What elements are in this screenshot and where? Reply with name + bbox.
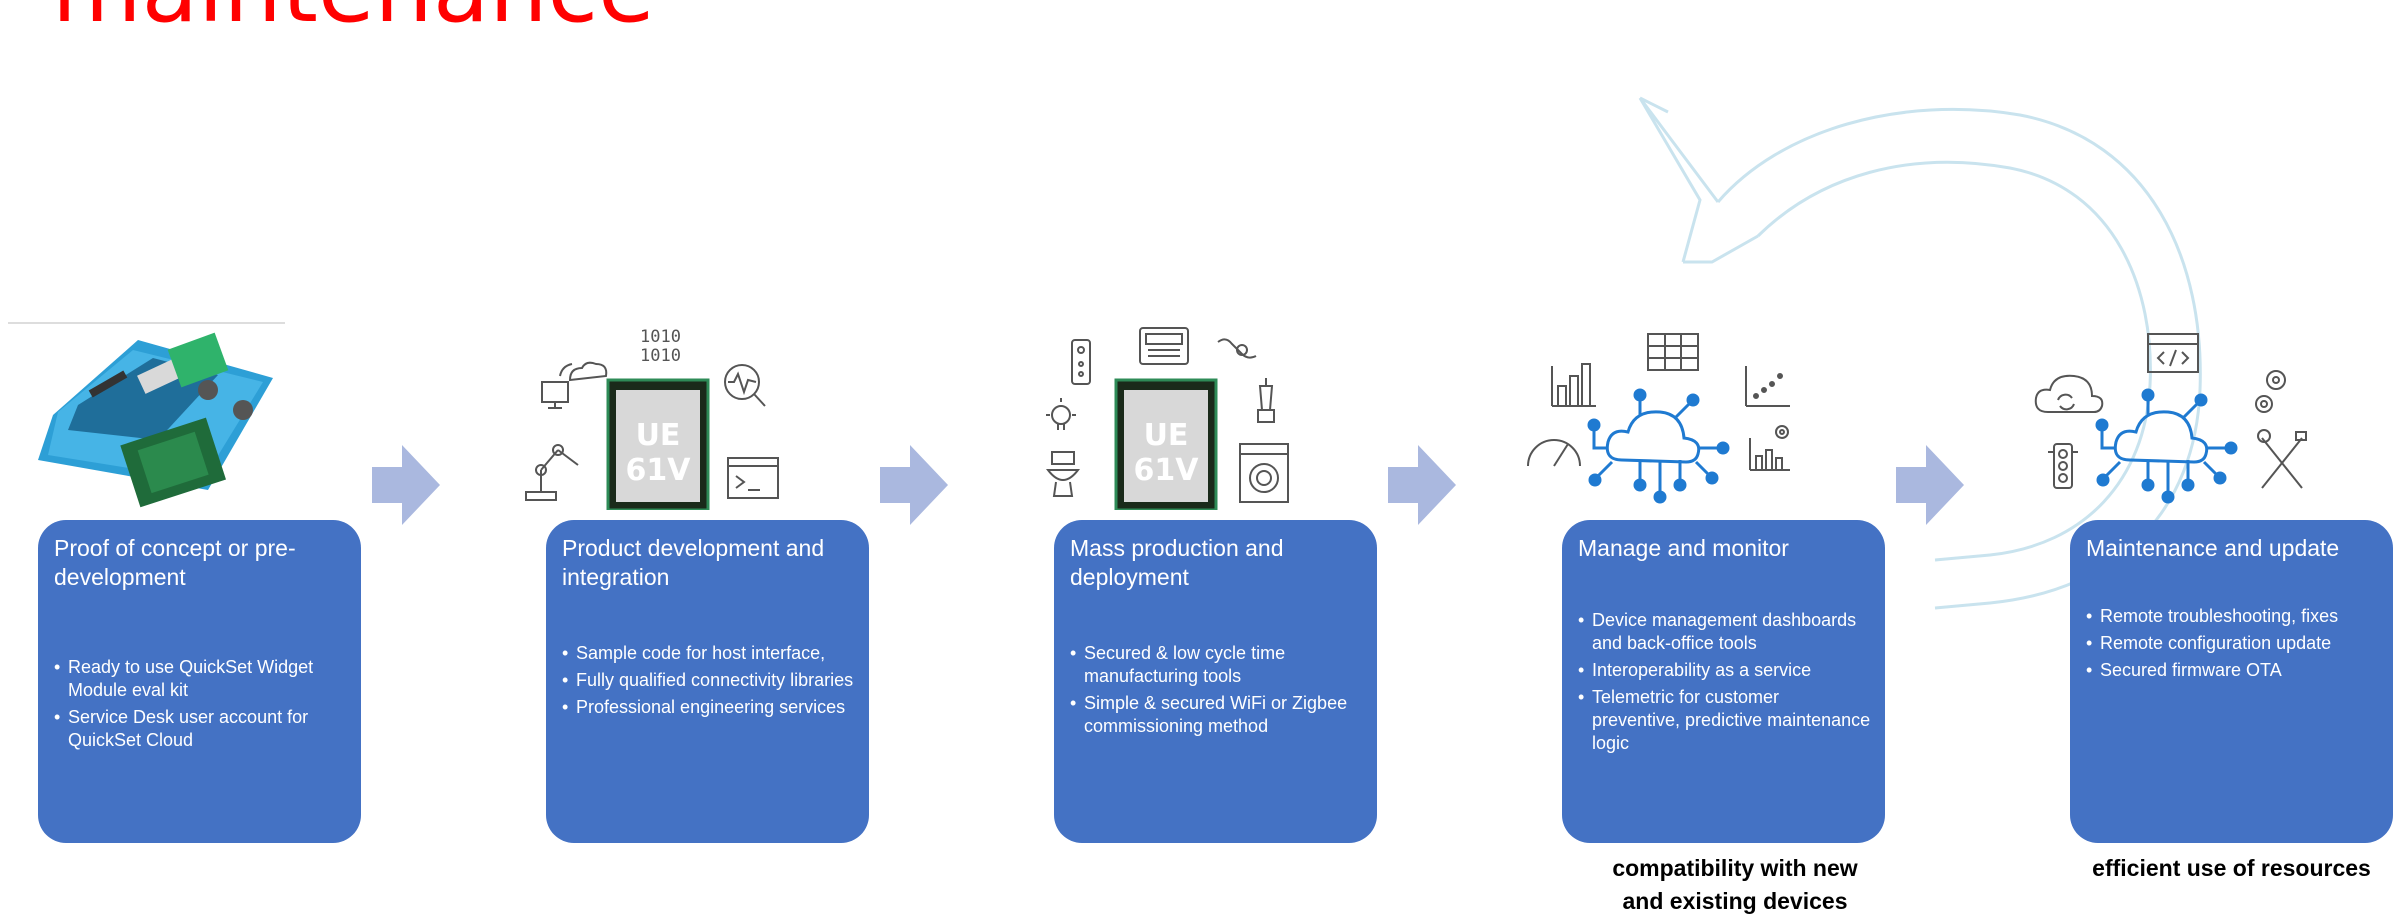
stage-bullet: Service Desk user account for QuickSet C… <box>54 706 347 752</box>
blender-icon <box>1257 378 1275 423</box>
bar-chart-icon <box>1551 363 1596 407</box>
stage-bullet: Simple & secured WiFi or Zigbee commissi… <box>1070 692 1363 738</box>
svg-text:1010: 1010 <box>640 346 681 366</box>
washing-machine-icon <box>1239 443 1289 503</box>
chip-module-icon: UE 61V <box>1114 378 1218 512</box>
stage-title: Manage and monitor <box>1578 535 1789 561</box>
stage-bullet: Remote troubleshooting, fixes <box>2086 605 2379 628</box>
stage-title: Mass production and deployment <box>1070 535 1284 590</box>
chip-module-icon: UE 61V <box>606 378 710 512</box>
remote-control-icon <box>1071 339 1091 385</box>
stage-bullet: Device management dashboards and back-of… <box>1578 609 1871 655</box>
stage-4-illustration <box>1520 320 1850 510</box>
stage-title: Maintenance and update <box>2086 535 2340 561</box>
stage-bullet: Professional engineering services <box>562 696 855 719</box>
stage-arrow-icon <box>880 445 948 525</box>
stage-1-illustration <box>8 320 338 510</box>
stage-footnote-efficiency: efficient use of resources <box>2092 855 2371 881</box>
stage-bullet-list: Remote troubleshooting, fixes Remote con… <box>2086 605 2379 682</box>
cloud-network-icon <box>2095 388 2238 504</box>
terminal-window-icon <box>727 457 779 499</box>
stage-card-mass-production: Mass production and deployment Secured &… <box>1054 520 1377 843</box>
tools-icon <box>2257 429 2307 489</box>
stage-bullet-list: Ready to use QuickSet Widget Module eval… <box>54 656 347 752</box>
stage-bullet-list: Secured & low cycle time manufacturing t… <box>1070 642 1363 738</box>
stage-3-illustration: UE 61V <box>1028 320 1358 512</box>
stage-bullet: Telemetric for customer preventive, pred… <box>1578 686 1871 755</box>
svg-text:1010: 1010 <box>640 327 681 347</box>
stage-bullet: Remote configuration update <box>2086 632 2379 655</box>
robot-arm-icon <box>525 444 579 501</box>
grid-table-icon <box>1647 333 1699 371</box>
stage-title: Proof of concept or pre-development <box>54 535 296 590</box>
stage-card-manage-monitor: Manage and monitor Device management das… <box>1562 520 1885 843</box>
code-window-icon <box>2147 333 2199 373</box>
svg-text:UE: UE <box>636 418 681 453</box>
light-bulb-icon <box>1046 398 1076 430</box>
cloud-sync-icon <box>2034 374 2104 413</box>
stage-arrow-icon <box>372 445 440 525</box>
stage-card-product-development: Product development and integration Samp… <box>546 520 869 843</box>
computer-cloud-sync-icon <box>541 361 608 409</box>
stage-bullet: Secured firmware OTA <box>2086 659 2379 682</box>
stage-title: Product development and integration <box>562 535 825 590</box>
eval-kit-board-photo <box>38 332 273 508</box>
stage-bullet-list: Sample code for host interface, Fully qu… <box>562 642 855 719</box>
stage-card-proof-of-concept: Proof of concept or pre-development Read… <box>38 520 361 843</box>
svg-text:UE: UE <box>1144 418 1189 453</box>
analysis-magnifier-icon <box>724 364 766 407</box>
plug-icon <box>1217 338 1257 359</box>
stage-bullet: Ready to use QuickSet Widget Module eval… <box>54 656 347 702</box>
stage-arrow-icon <box>1896 445 1964 525</box>
svg-text:61V: 61V <box>1134 453 1200 488</box>
gear-chart-icon <box>1749 425 1790 471</box>
stage-bullet: Sample code for host interface, <box>562 642 855 665</box>
stage-5-illustration <box>2028 320 2358 510</box>
traffic-light-icon <box>2048 443 2078 489</box>
stage-bullet-list: Device management dashboards and back-of… <box>1578 609 1871 755</box>
stage-bullet: Interoperability as a service <box>1578 659 1871 682</box>
thermostat-icon <box>1139 327 1189 365</box>
svg-text:61V: 61V <box>626 453 692 488</box>
gears-icon <box>2255 370 2286 413</box>
stage-bullet: Secured & low cycle time manufacturing t… <box>1070 642 1363 688</box>
stage-arrow-icon <box>1388 445 1456 525</box>
page-title: maintenance <box>52 0 655 36</box>
toilet-icon <box>1045 451 1081 497</box>
stage-card-maintenance-update: Maintenance and update Remote troublesho… <box>2070 520 2393 843</box>
scatter-chart-icon <box>1745 366 1790 407</box>
stage-footnote-compatibility: compatibility with new and existing devi… <box>1612 855 1858 914</box>
gauge-icon <box>1527 439 1581 467</box>
cloud-network-icon <box>1587 388 1730 504</box>
stage-bullet: Fully qualified connectivity libraries <box>562 669 855 692</box>
